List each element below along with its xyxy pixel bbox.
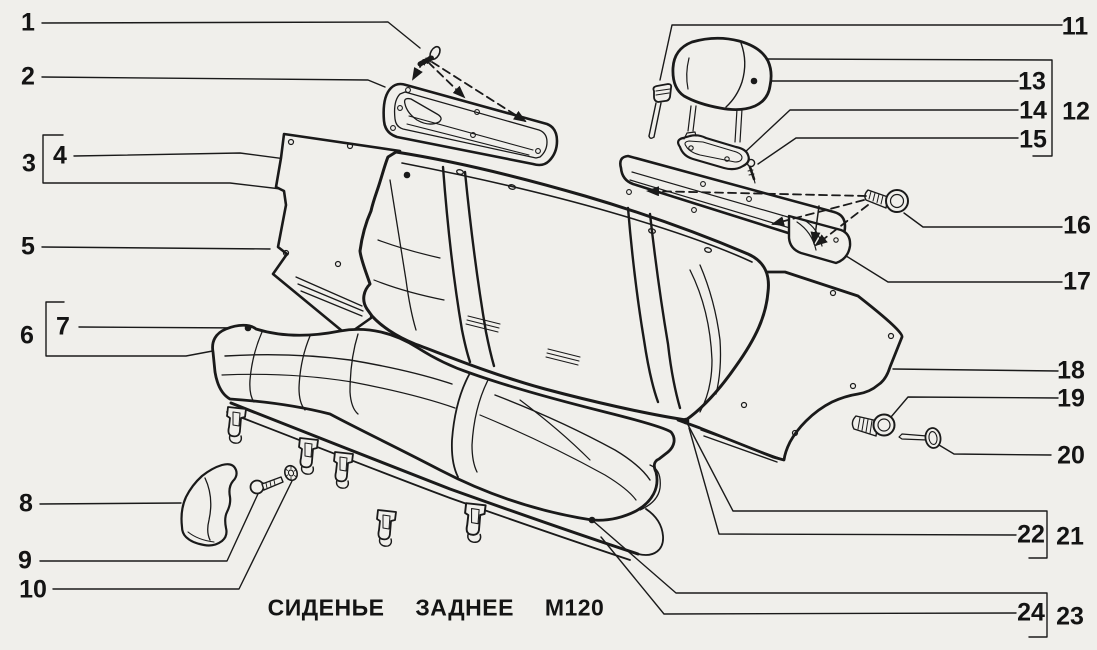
headrest-guide-rod [648, 83, 673, 139]
callout-24: 24 [1017, 598, 1045, 627]
callout-2: 2 [21, 62, 35, 91]
seat-cushion [211, 323, 676, 561]
callout-leader-lines [39, 21, 1063, 638]
callout-4: 4 [53, 141, 67, 170]
panel-pin [898, 427, 942, 449]
hinge-washer [284, 464, 298, 482]
callout-12: 12 [1062, 97, 1090, 126]
callout-6: 6 [20, 321, 34, 350]
headrest-guide-sleeve [676, 131, 750, 171]
callout-18: 18 [1057, 356, 1085, 385]
shelf-trim-left [382, 82, 559, 167]
mounting-arrows [411, 59, 869, 247]
callout-5: 5 [21, 232, 35, 261]
callout-19: 19 [1057, 384, 1085, 413]
callout-15: 15 [1019, 125, 1047, 154]
callout-16: 16 [1063, 211, 1091, 240]
hinge-bolt [249, 476, 284, 495]
callout-22: 22 [1017, 520, 1045, 549]
hinge-cover [180, 463, 238, 547]
headrest-screw [746, 158, 756, 184]
headrest [671, 36, 773, 143]
callout-20: 20 [1057, 441, 1085, 470]
callout-8: 8 [19, 489, 33, 518]
panel-screw [851, 413, 896, 437]
callout-10: 10 [19, 575, 47, 604]
leader-dots [244, 77, 758, 524]
diagram-caption: СИДЕНЬЕ ЗАДНЕЕ М120 [267, 594, 605, 621]
callout-14: 14 [1019, 96, 1047, 125]
callout-23: 23 [1056, 602, 1084, 631]
callout-21: 21 [1056, 522, 1084, 551]
callout-1: 1 [21, 8, 35, 37]
callout-3: 3 [22, 149, 36, 178]
callout-17: 17 [1063, 267, 1091, 296]
side-screw [864, 189, 909, 213]
callout-7: 7 [56, 312, 70, 341]
seat-back-cushion [358, 150, 770, 422]
callout-13: 13 [1018, 67, 1046, 96]
callout-9: 9 [18, 546, 32, 575]
callout-11: 11 [1061, 12, 1089, 41]
